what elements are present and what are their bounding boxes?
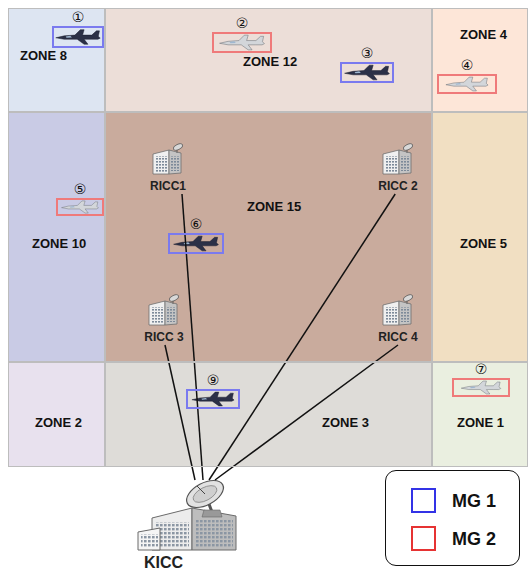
ricc-buildings — [149, 143, 414, 325]
zone-label: ZONE 8 — [20, 48, 67, 63]
zone-region: ZONE 10 ⑤ — [8, 112, 105, 362]
zone-region: ZONE 3 ⑨ — [105, 362, 432, 467]
station-label: KICC — [144, 554, 183, 572]
aircraft-box: ⑥ — [168, 233, 224, 254]
ricc-station: RICC 4 — [370, 294, 426, 345]
legend-row: MG 1 — [411, 488, 496, 513]
legend-box: MG 1 MG 2 — [385, 470, 520, 566]
kicc-station — [138, 475, 236, 550]
callout-number: ⑨ — [188, 372, 238, 388]
station-label: RICC 2 — [378, 179, 417, 193]
zone-label: ZONE 12 — [243, 54, 297, 69]
callout-number: ⑦ — [454, 361, 508, 377]
ricc-station: RICC 3 — [138, 294, 190, 345]
zone-region: ZONE 1 ⑦ — [432, 362, 528, 467]
zone-label: ZONE 5 — [460, 236, 507, 251]
link-line — [165, 345, 195, 480]
callout-number: ③ — [342, 45, 392, 61]
zone-region: ZONE 4 ④ — [432, 8, 528, 112]
aircraft-box: ① — [52, 26, 104, 48]
legend-row: MG 2 — [411, 526, 496, 551]
zone-label: ZONE 1 — [457, 415, 504, 430]
legend-swatch — [411, 488, 436, 513]
zone-region: ZONE 2 — [8, 362, 105, 467]
zone-region: ZONE 8① — [8, 8, 105, 112]
kicc-station: KICC — [130, 480, 245, 572]
zone-label: ZONE 4 — [460, 27, 507, 42]
zone-label: ZONE 10 — [32, 236, 86, 251]
aircraft-box: ⑦ — [452, 378, 510, 397]
aircraft-box: ④ — [437, 74, 497, 94]
link-line — [215, 345, 398, 480]
station-label: RICC1 — [150, 179, 186, 193]
link-line — [209, 194, 395, 480]
zone-label: ZONE 15 — [247, 199, 301, 214]
zone-fills — [8, 8, 528, 467]
zone-label: ZONE 3 — [322, 415, 369, 430]
zone-region: ZONE 15 RICC1 RICC 2 ⑥ RICC 3 RICC 4 — [105, 112, 432, 362]
aircraft-box: ⑨ — [186, 389, 240, 409]
legend-label: MG 1 — [452, 490, 496, 512]
callout-number: ① — [54, 9, 102, 25]
callout-number: ② — [214, 15, 270, 31]
legend-label: MG 2 — [452, 528, 496, 550]
zone-region: ZONE 12②③ — [105, 8, 432, 112]
aircraft-icons — [56, 30, 501, 406]
aircraft-box: ② — [212, 32, 272, 53]
zone-label: ZONE 2 — [35, 415, 82, 430]
callout-number: ⑥ — [170, 216, 222, 232]
station-label: RICC 4 — [378, 330, 417, 344]
station-label: RICC 3 — [144, 330, 183, 344]
ricc-station: RICC1 — [140, 143, 196, 194]
aircraft-box: ⑤ — [56, 198, 104, 216]
callout-number: ④ — [439, 57, 495, 73]
legend-swatch — [411, 526, 436, 551]
zone-region: ZONE 5 — [432, 112, 528, 362]
aircraft-box: ③ — [340, 62, 394, 83]
callout-number: ⑤ — [58, 181, 102, 197]
ricc-station: RICC 2 — [370, 143, 426, 194]
